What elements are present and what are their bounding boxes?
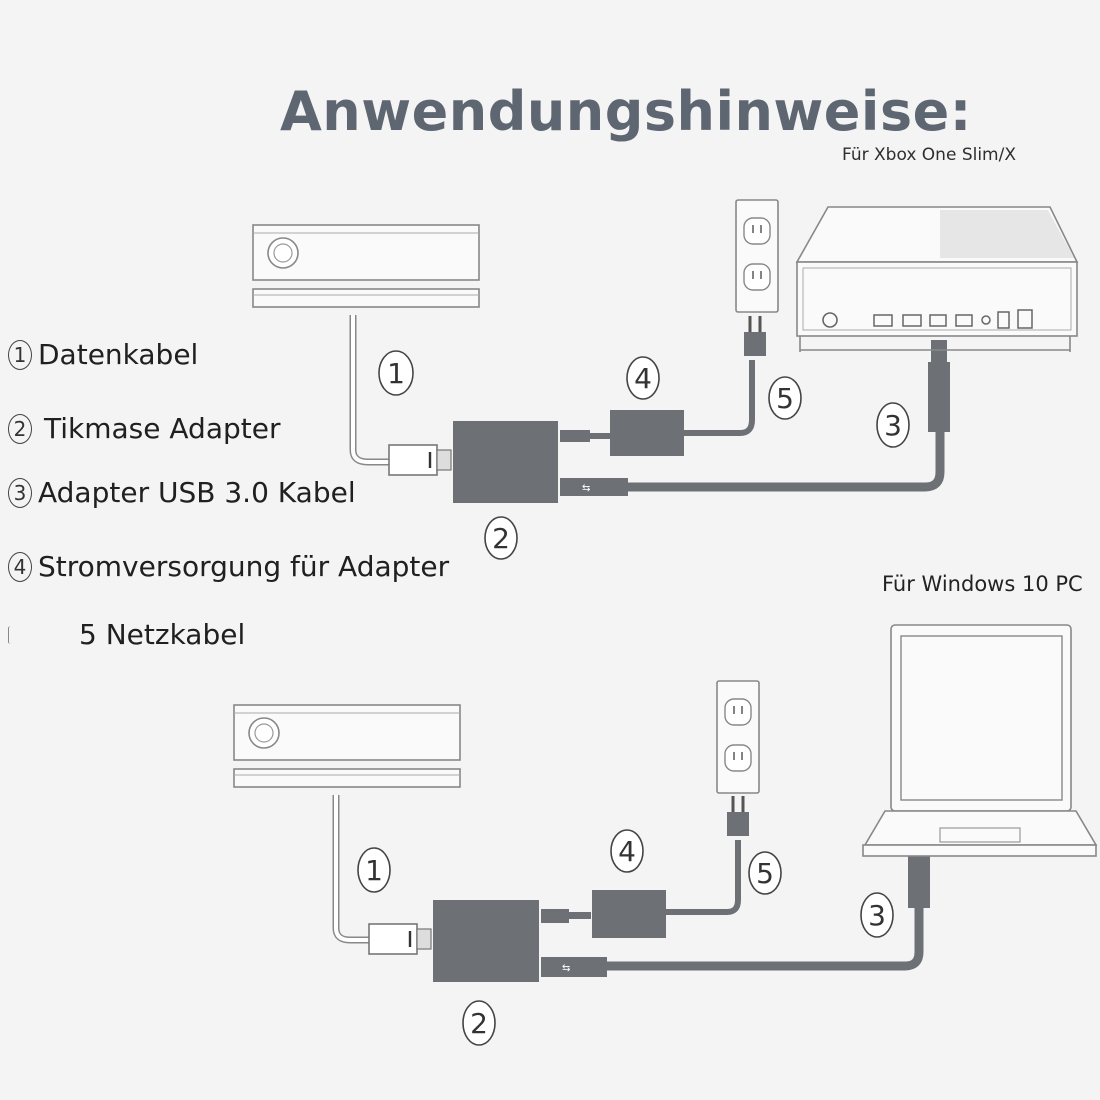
svg-text:⇆: ⇆ bbox=[582, 483, 590, 494]
power-supply-bottom bbox=[592, 890, 666, 938]
svg-text:2: 2 bbox=[470, 1007, 488, 1040]
legend-item-netzkabel: 5 Netzkabel bbox=[8, 618, 245, 651]
legend-item-datenkabel: 1 Datenkabel bbox=[8, 338, 198, 371]
legend-number: 4 bbox=[8, 551, 32, 582]
kinect-sensor-top bbox=[252, 224, 480, 308]
adapter-top bbox=[453, 421, 558, 503]
legend-label: Adapter USB 3.0 Kabel bbox=[38, 476, 356, 509]
partial-circle-mark bbox=[8, 625, 13, 644]
power-supply-top bbox=[610, 410, 684, 456]
laptop bbox=[862, 624, 1098, 857]
svg-text:1: 1 bbox=[387, 357, 405, 390]
legend-label: Stromversorgung für Adapter bbox=[38, 550, 450, 583]
svg-text:3: 3 bbox=[868, 899, 886, 932]
svg-text:4: 4 bbox=[634, 362, 652, 395]
cable-3-bottom bbox=[607, 905, 924, 971]
cable-3-top bbox=[628, 430, 945, 492]
usb-plug-1-top bbox=[388, 444, 438, 476]
legend-label: 5 Netzkabel bbox=[79, 618, 246, 651]
callout-4-top bbox=[626, 356, 660, 400]
callout-5-top bbox=[768, 376, 802, 420]
svg-text:5: 5 bbox=[776, 382, 794, 415]
cable-1-bottom bbox=[332, 795, 372, 944]
callout-3-top bbox=[876, 402, 910, 448]
svg-text:1: 1 bbox=[365, 854, 383, 887]
page-title: Anwendungshinweise: bbox=[280, 80, 972, 143]
svg-text:5: 5 bbox=[756, 857, 774, 890]
callout-2-bottom bbox=[462, 1000, 496, 1046]
legend-item-usb-kabel: 3 Adapter USB 3.0 Kabel bbox=[8, 476, 356, 509]
usb-plug-1-bottom bbox=[368, 923, 418, 955]
svg-text:3: 3 bbox=[884, 409, 902, 442]
legend-label: Tikmase Adapter bbox=[44, 412, 281, 445]
callout-4-bottom bbox=[610, 829, 644, 873]
callout-3-bottom bbox=[860, 892, 894, 938]
subtitle-pc: Für Windows 10 PC bbox=[882, 572, 1083, 596]
callout-1-top bbox=[378, 350, 414, 396]
xbox-console bbox=[795, 206, 1079, 352]
svg-text:⇆: ⇆ bbox=[562, 963, 570, 974]
svg-text:2: 2 bbox=[492, 522, 510, 555]
callout-5-bottom bbox=[748, 851, 782, 895]
legend-item-adapter: 2 Tikmase Adapter bbox=[8, 412, 280, 445]
adapter-bottom bbox=[433, 900, 539, 982]
callout-2-top bbox=[484, 516, 518, 560]
subtitle-xbox: Für Xbox One Slim/X bbox=[842, 145, 1016, 165]
legend-number: 3 bbox=[8, 477, 32, 508]
legend-number: 2 bbox=[8, 413, 32, 444]
kinect-sensor-bottom bbox=[233, 704, 461, 788]
legend-item-stromversorgung: 4 Stromversorgung für Adapter bbox=[8, 550, 449, 583]
svg-text:4: 4 bbox=[618, 835, 636, 868]
legend-number: 1 bbox=[8, 339, 32, 370]
callout-1-bottom bbox=[357, 847, 391, 893]
cable-1-top bbox=[349, 315, 392, 466]
legend-label: Datenkabel bbox=[38, 338, 199, 371]
